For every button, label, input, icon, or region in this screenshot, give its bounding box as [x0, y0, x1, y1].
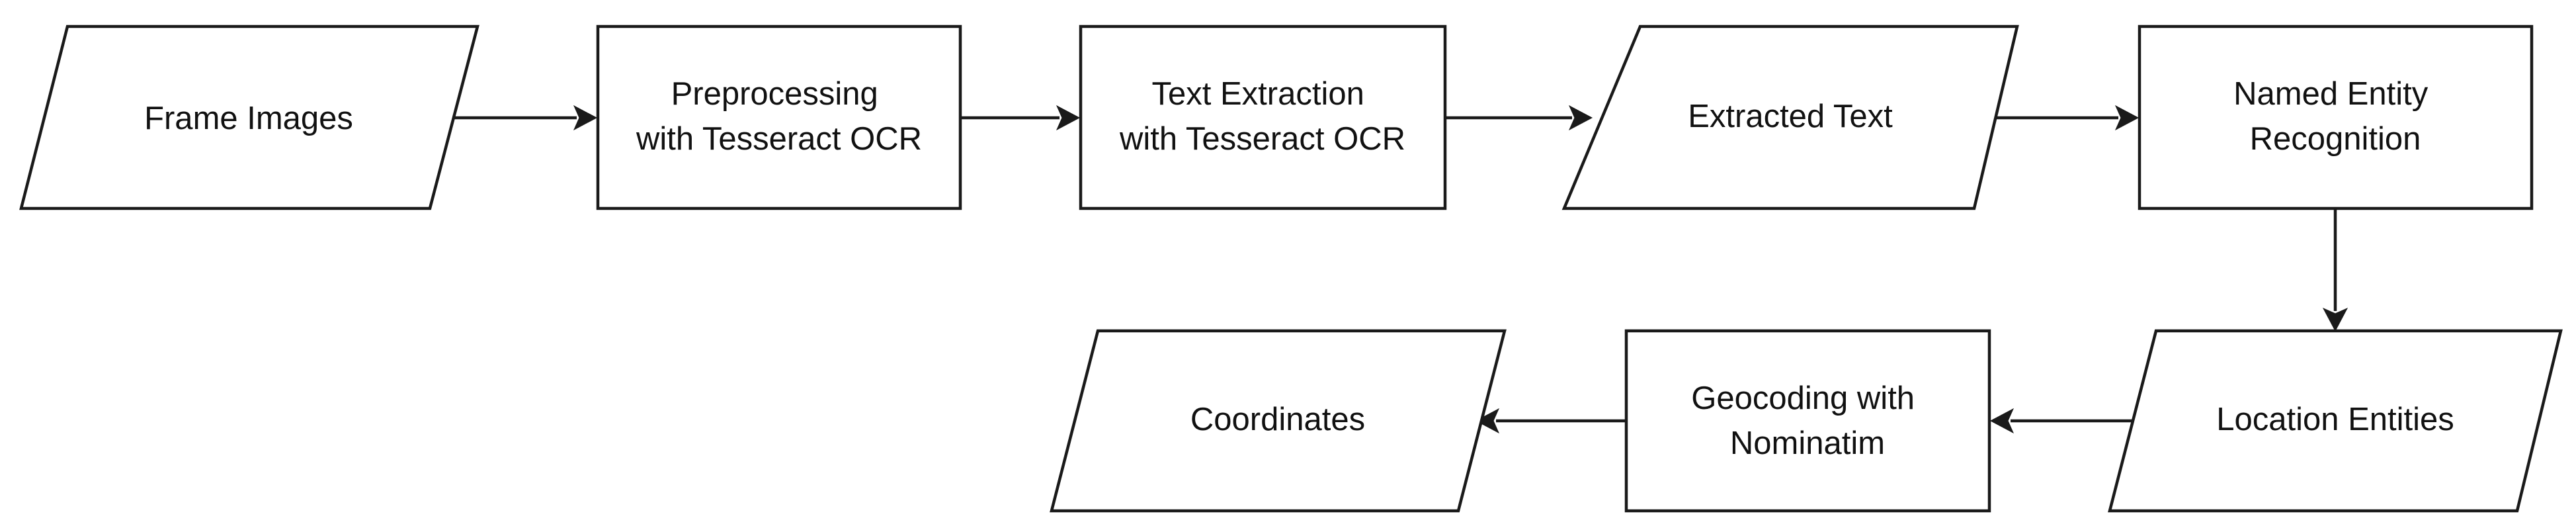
- node-frame-images: Frame Images: [19, 24, 479, 210]
- node-named-entity-recognition-label: Named Entity Recognition: [2233, 76, 2437, 157]
- node-frame-images-label: Frame Images: [144, 101, 353, 136]
- node-location-entities: Location Entities: [2108, 329, 2563, 513]
- node-geocoding: Geocoding with Nominatim: [1624, 329, 1991, 513]
- node-coordinates-label: Coordinates: [1190, 402, 1365, 437]
- node-text-extraction-label: Text Extraction with Tesseract OCR: [1119, 76, 1405, 157]
- edge-text-extraction-to-extracted-text: [1445, 105, 1593, 131]
- edge-frame-images-to-preprocessing: [450, 105, 598, 131]
- edge-location-entities-to-geocoding: [1989, 408, 2140, 434]
- node-named-entity-recognition: Named Entity Recognition: [2138, 24, 2534, 210]
- nodes: Frame Images Preprocessing with Tesserac…: [19, 24, 2563, 513]
- node-extracted-text: Extracted Text: [1561, 24, 2019, 210]
- node-preprocessing: Preprocessing with Tesseract OCR: [596, 24, 962, 210]
- edge-named-entity-recognition-to-location-entities: [2322, 208, 2348, 332]
- edge-preprocessing-to-text-extraction: [960, 105, 1081, 131]
- edge-geocoding-to-coordinates: [1475, 408, 1625, 434]
- node-text-extraction: Text Extraction with Tesseract OCR: [1079, 24, 1447, 210]
- node-coordinates: Coordinates: [1050, 329, 1507, 513]
- node-location-entities-label: Location Entities: [2216, 402, 2454, 437]
- node-extracted-text-label: Extracted Text: [1688, 99, 1893, 134]
- edge-extracted-text-to-named-entity-recognition: [1989, 105, 2140, 131]
- node-preprocessing-label: Preprocessing with Tesseract OCR: [636, 76, 922, 157]
- edges: [450, 105, 2348, 434]
- node-geocoding-label: Geocoding with Nominatim: [1691, 380, 1923, 461]
